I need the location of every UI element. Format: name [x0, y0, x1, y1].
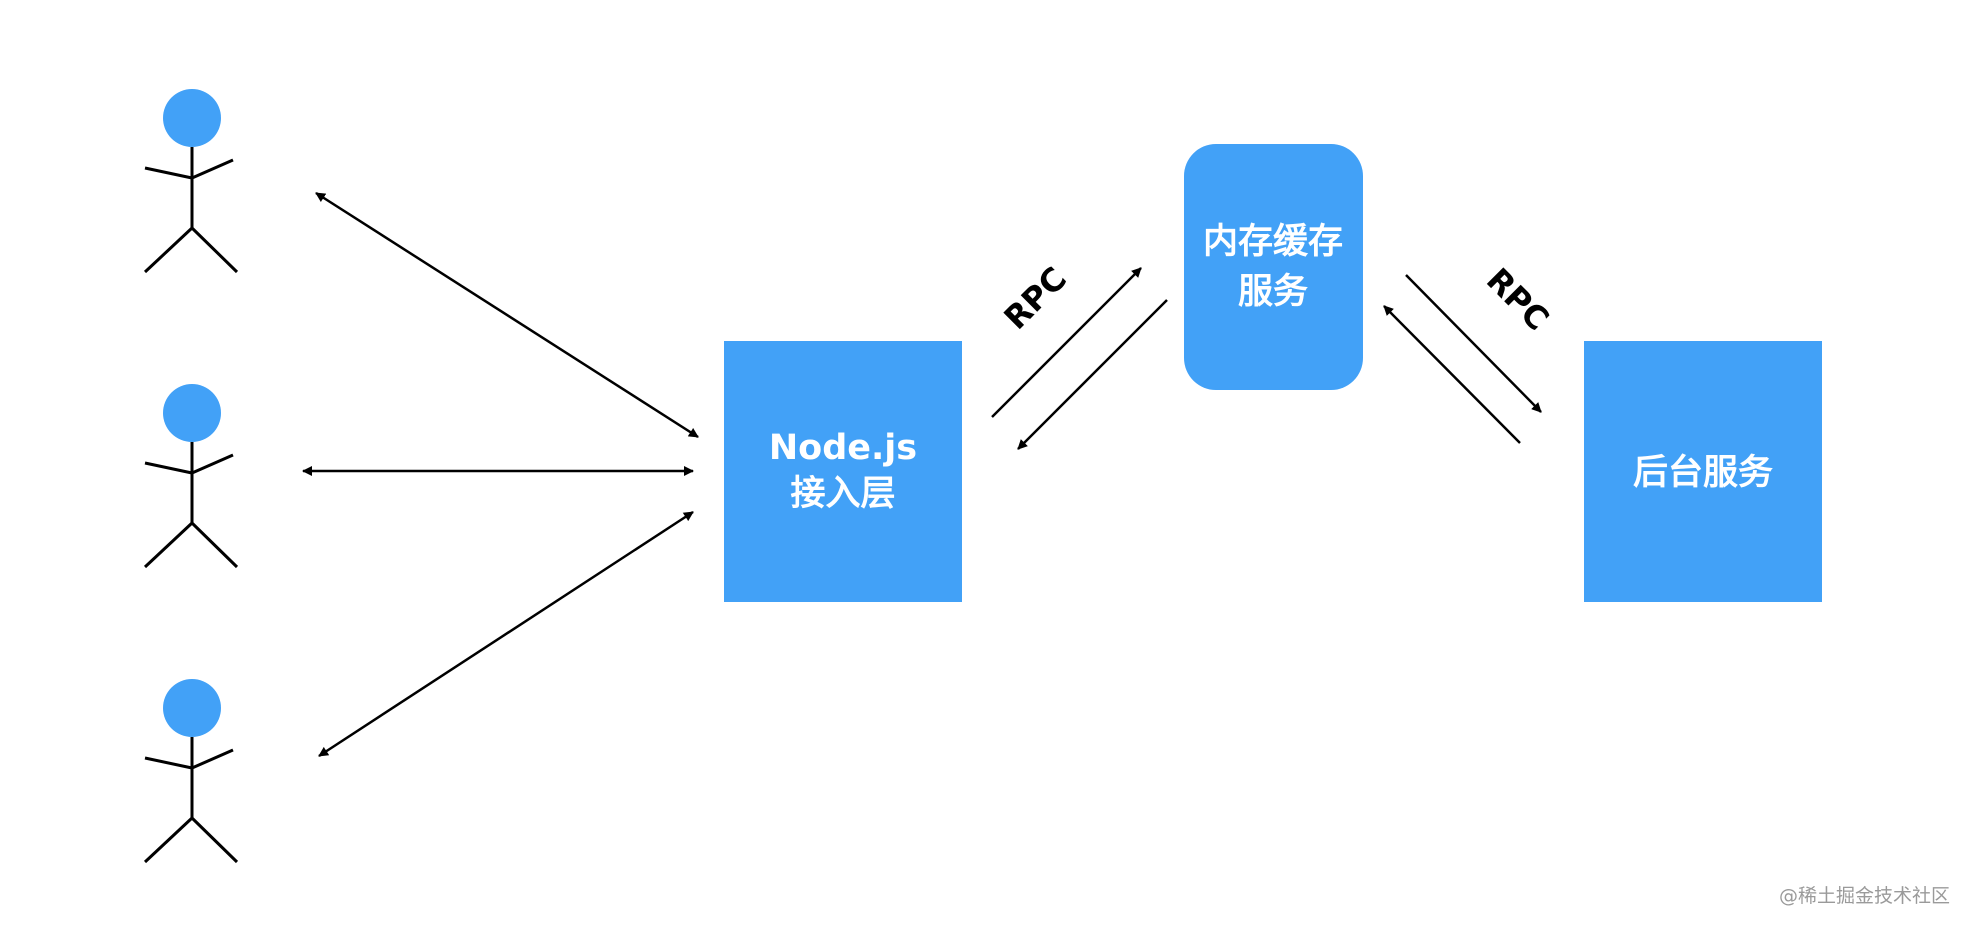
user-figure-3 [143, 679, 239, 864]
cache-label-line1: 内存缓存 [1203, 222, 1343, 262]
rpc-label-gateway-cache: RPC [996, 259, 1073, 336]
arrow-backend-to-cache [1383, 305, 1521, 444]
backend-label: 后台服务 [1633, 453, 1773, 493]
user-head-icon [163, 384, 221, 442]
backend-node: 后台服务 [1584, 341, 1822, 602]
cache-label-line2: 服务 [1238, 272, 1308, 312]
arrow-gateway-to-cache [991, 267, 1142, 418]
arrow-cache-to-gateway [1017, 299, 1168, 450]
cache-node: 内存缓存 服务 [1184, 144, 1363, 390]
user-head-icon [163, 679, 221, 737]
rpc-label-cache-backend: RPC [1479, 260, 1556, 337]
arrow-user1-gateway [315, 191, 699, 439]
user-head-icon [163, 89, 221, 147]
gateway-label-line2: 接入层 [790, 474, 895, 514]
watermark-text: @稀土掘金技术社区 [1779, 885, 1950, 907]
user-figure-1 [143, 89, 239, 274]
gateway-node: Node.js 接入层 [724, 341, 962, 602]
gateway-label-line1: Node.js [769, 428, 917, 468]
arrow-cache-to-backend [1405, 274, 1542, 413]
arrow-user3-gateway [318, 510, 694, 758]
user-figure-2 [143, 384, 239, 569]
